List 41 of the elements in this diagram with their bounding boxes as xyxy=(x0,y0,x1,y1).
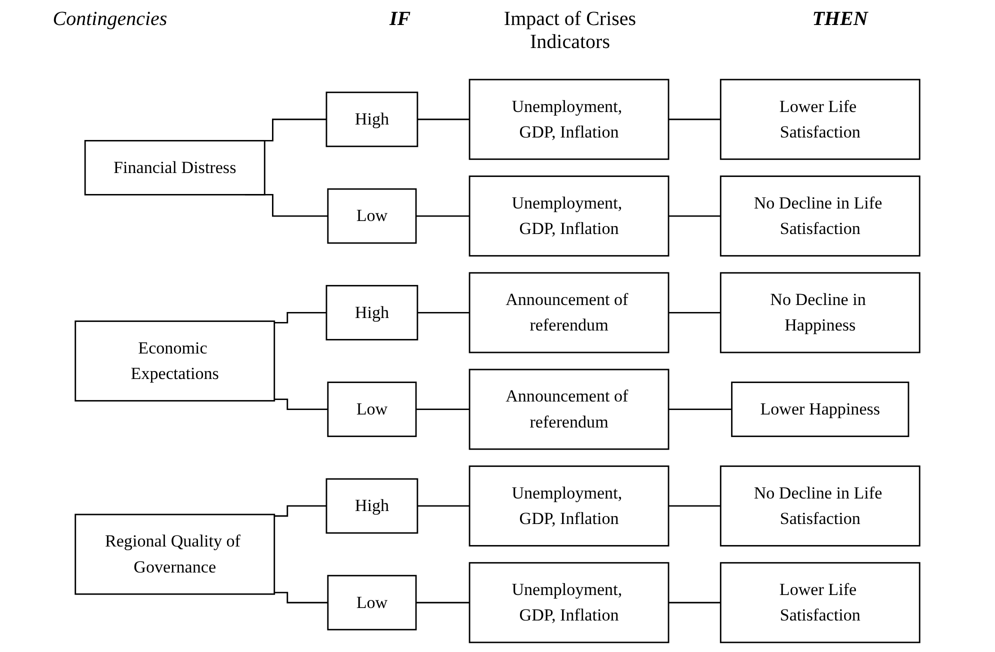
column-heading: Contingencies xyxy=(52,8,168,31)
node-box: Low xyxy=(327,574,417,630)
node-box: High xyxy=(326,284,418,340)
node-box: Lower Life Satisfaction xyxy=(720,78,920,160)
column-heading: Impact of Crises Indicators xyxy=(502,8,638,54)
connector xyxy=(417,505,470,507)
node-box: Unemployment, GDP, Inflation xyxy=(468,562,670,644)
node-box: Announcement of referendum xyxy=(468,272,670,354)
connector xyxy=(274,505,326,517)
connector xyxy=(668,602,721,604)
node-box: No Decline in Life Satisfaction xyxy=(720,176,920,257)
column-heading: THEN xyxy=(811,8,870,31)
connector xyxy=(416,602,470,604)
connector xyxy=(417,118,470,120)
node-box: Announcement of referendum xyxy=(468,368,670,450)
connector xyxy=(416,408,470,410)
node-box: High xyxy=(326,478,418,534)
column-heading: IF xyxy=(388,8,412,31)
connector xyxy=(416,215,470,217)
node-box: Low xyxy=(327,382,417,438)
connector xyxy=(274,592,328,604)
node-box: No Decline in Happiness xyxy=(720,272,920,354)
connector xyxy=(274,398,328,410)
node-box: Unemployment, GDP, Inflation xyxy=(468,465,670,546)
node-box: Financial Distress xyxy=(84,140,266,196)
node-box: Unemployment, GDP, Inflation xyxy=(468,176,670,257)
connector xyxy=(668,215,721,217)
node-box: Lower Life Satisfaction xyxy=(720,562,920,644)
connector xyxy=(668,118,721,120)
connector xyxy=(668,312,721,314)
connector xyxy=(417,312,470,314)
node-box: Regional Quality of Governance xyxy=(74,514,276,595)
node-box: Unemployment, GDP, Inflation xyxy=(468,78,670,160)
node-box: Economic Expectations xyxy=(74,320,276,402)
connector xyxy=(274,312,326,324)
node-box: No Decline in Life Satisfaction xyxy=(720,465,920,546)
node-box: High xyxy=(326,92,418,148)
connector xyxy=(668,505,721,507)
node-box: Lower Happiness xyxy=(731,382,910,438)
connector xyxy=(668,408,732,410)
node-box: Low xyxy=(327,188,417,244)
